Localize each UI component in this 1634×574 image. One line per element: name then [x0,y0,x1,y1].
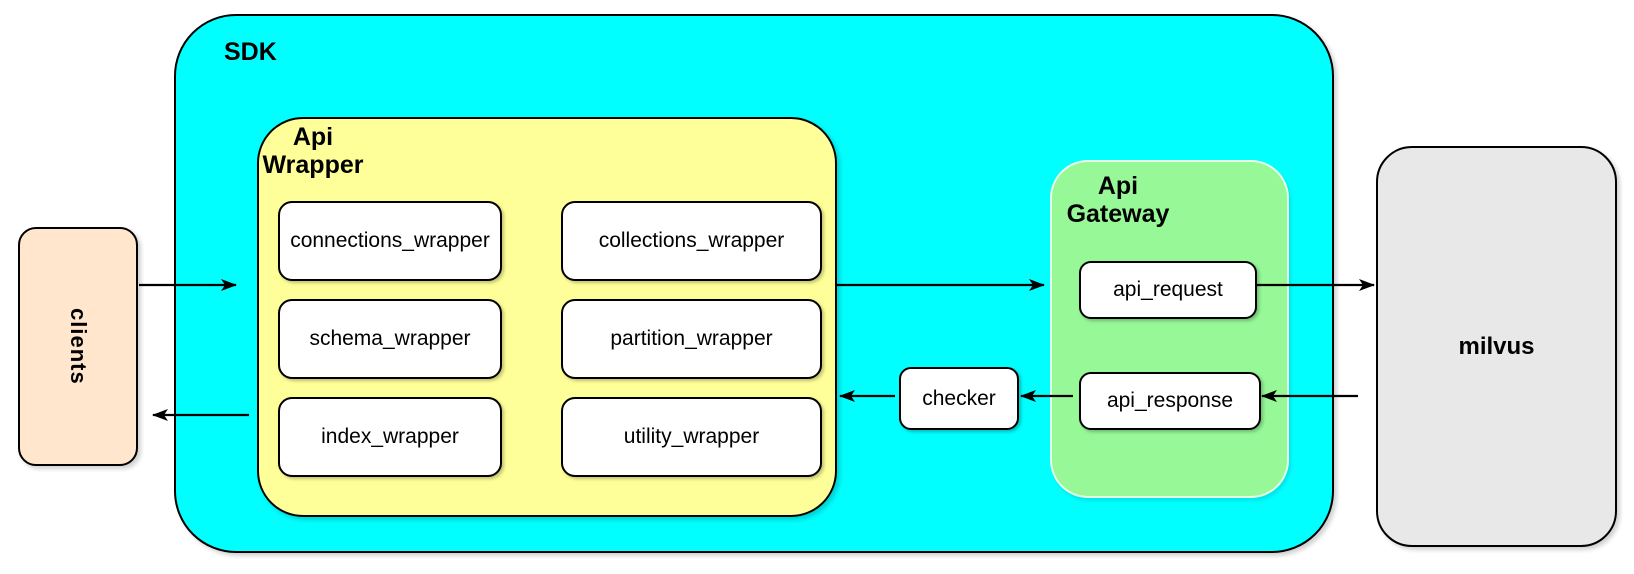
connections-wrapper-box: connections_wrapper [278,201,502,281]
sdk-label: SDK [224,38,277,66]
api-wrapper-label-line1: Api [292,123,334,151]
clients-node: clients [18,227,138,466]
api-response-box: api_response [1079,372,1261,430]
schema-wrapper-label: schema_wrapper [309,327,471,350]
utility-wrapper-box: utility_wrapper [561,397,822,477]
milvus-label: milvus [1458,332,1535,360]
schema-wrapper-box: schema_wrapper [278,299,502,379]
checker-box: checker [899,367,1019,430]
partition-wrapper-label: partition_wrapper [610,327,773,350]
index-wrapper-box: index_wrapper [278,397,502,477]
api-response-label: api_response [1106,389,1234,412]
clients-label: clients [66,308,91,385]
utility-wrapper-label: utility_wrapper [623,425,760,448]
connections-wrapper-label: connections_wrapper [290,229,490,252]
collections-wrapper-label: collections_wrapper [598,229,785,252]
index-wrapper-label: index_wrapper [321,425,459,448]
api-request-label: api_request [1113,278,1223,301]
collections-wrapper-box: collections_wrapper [561,201,822,281]
api-gateway-label-line1: Api [1097,172,1139,200]
api-request-box: api_request [1079,261,1257,319]
checker-label: checker [922,386,996,410]
api-wrapper-label-line2: Wrapper [262,151,364,179]
partition-wrapper-box: partition_wrapper [561,299,822,379]
milvus-node: milvus [1376,146,1617,547]
api-gateway-label-line2: Gateway [1066,200,1170,228]
